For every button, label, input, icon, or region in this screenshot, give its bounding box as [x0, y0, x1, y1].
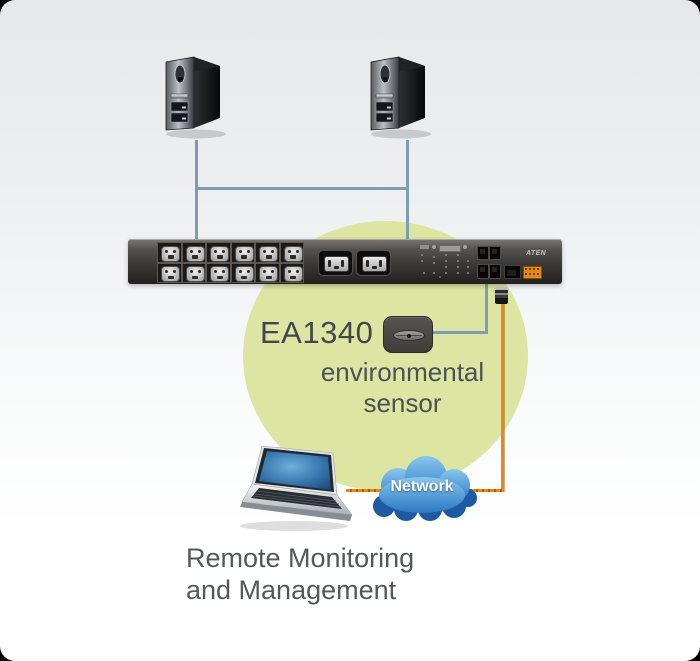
c13-outlet-grid — [157, 242, 304, 283]
pdu-device: ATEN — [128, 239, 562, 284]
caption-line2: and Management — [186, 575, 397, 605]
c13-outlet — [279, 262, 304, 283]
c13-outlet — [157, 262, 182, 283]
caption-line1: Remote Monitoring — [186, 543, 415, 573]
c13-outlet — [206, 262, 231, 283]
terminal-block-pins — [525, 268, 527, 270]
c13-outlet — [279, 242, 304, 263]
sensor-description-label: environmental sensor — [300, 357, 505, 419]
network-cable-vertical — [501, 303, 504, 492]
brand-logo: ATEN — [526, 250, 547, 257]
c13-outlet — [181, 242, 206, 263]
sensor-port — [489, 246, 501, 260]
server-power-crossbar-line — [195, 187, 409, 190]
c13-outlet — [157, 242, 182, 263]
environmental-sensor-device — [383, 316, 433, 353]
network-cloud: Network — [364, 452, 480, 522]
c13-outlet — [206, 242, 231, 263]
led-matrix — [421, 254, 423, 256]
server2-power-line — [406, 140, 409, 240]
sensor-cable-vertical — [485, 283, 488, 333]
sensor-description-line2: sensor — [363, 388, 442, 418]
lan-cable-plug — [495, 287, 508, 304]
lan-port — [504, 265, 521, 279]
c19-outlet — [356, 250, 391, 276]
status-led — [463, 245, 467, 249]
c13-outlet — [255, 262, 280, 283]
caption: Remote Monitoring and Management — [186, 542, 414, 606]
server-tower-2 — [370, 56, 431, 139]
status-display — [420, 245, 429, 249]
server-tower-1 — [165, 56, 226, 139]
c13-outlet — [181, 262, 206, 283]
cloud-shape — [373, 456, 477, 521]
sensor-port — [489, 264, 501, 279]
network-label: Network — [390, 478, 454, 495]
status-display — [439, 245, 461, 252]
terminal-block — [523, 266, 542, 279]
c13-outlet — [255, 242, 280, 263]
sensor-port — [477, 246, 489, 260]
sensor-port — [477, 264, 489, 279]
laptop — [240, 445, 353, 531]
sensor-cable-horizontal — [430, 331, 488, 334]
c13-outlet — [230, 242, 255, 263]
c13-outlet — [230, 262, 255, 283]
status-led — [432, 245, 436, 249]
c19-outlet — [318, 250, 353, 276]
server1-power-line — [195, 140, 198, 240]
sensor-description-line1: environmental — [320, 357, 485, 387]
sensor-model-label: EA1340 — [260, 315, 374, 350]
sensor-lens — [393, 330, 425, 341]
